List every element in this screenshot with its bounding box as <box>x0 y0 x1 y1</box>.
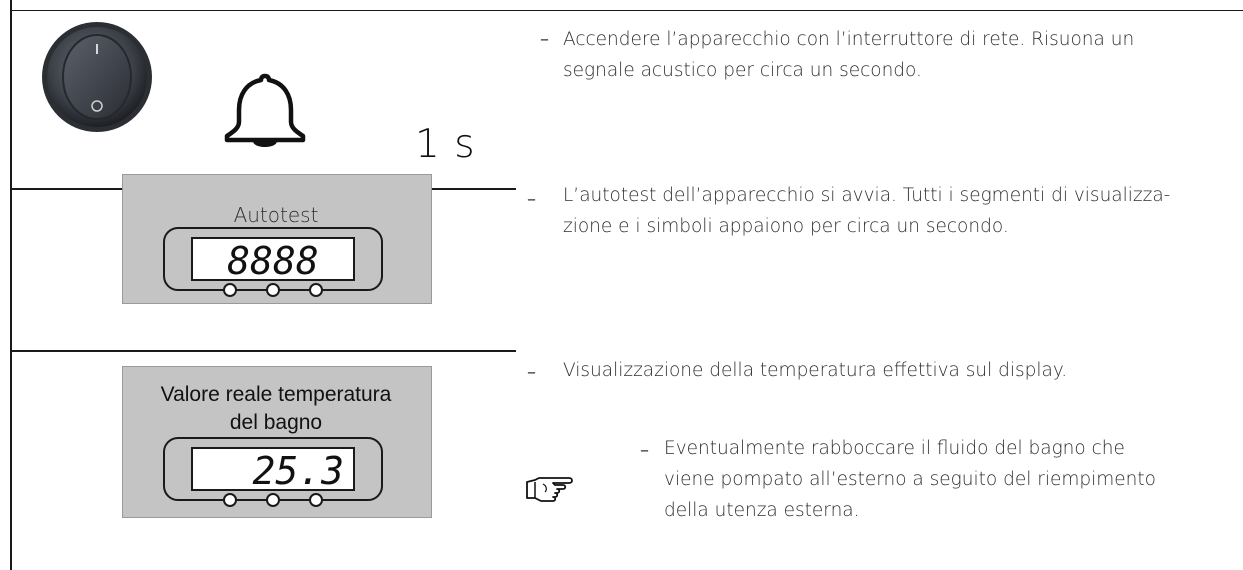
temperature-display-value: 25.3 <box>252 449 344 493</box>
duration-label: 1 s <box>415 122 476 167</box>
top-border <box>10 10 1243 11</box>
note-bullet: – <box>640 440 649 461</box>
bell-icon <box>213 70 317 152</box>
pointing-hand-icon <box>525 474 583 508</box>
row1-bullet: – <box>540 29 549 50</box>
autotest-display: 8888 <box>163 227 383 297</box>
autotest-display-value: 8888 <box>227 239 319 283</box>
note-text: Eventualmente rabboccare il fluido del b… <box>664 433 1234 526</box>
note-line-1: Eventualmente rabboccare il fluido del b… <box>664 438 1125 459</box>
note-line-3: della utenza esterna. <box>664 500 860 521</box>
left-border <box>10 0 12 570</box>
note-line-2: viene pompato all’esterno a seguito del … <box>664 469 1156 490</box>
autotest-label: Autotest <box>233 203 319 227</box>
temperature-label: Valore reale temperatura del bagno <box>160 383 392 434</box>
row1-instruction: Accendere l’apparecchio con l’interrutto… <box>563 29 1135 81</box>
row2-bullet: – <box>527 189 536 210</box>
row3-bullet: – <box>527 362 536 383</box>
row-divider-2 <box>10 350 516 352</box>
temperature-display: 25.3 <box>163 437 383 507</box>
power-switch-icon <box>40 20 154 134</box>
row2-instruction: L’autotest dell’apparecchio si avvia. Tu… <box>563 185 1171 237</box>
row3-instruction: Visualizzazione della temperatura effett… <box>563 360 1068 381</box>
